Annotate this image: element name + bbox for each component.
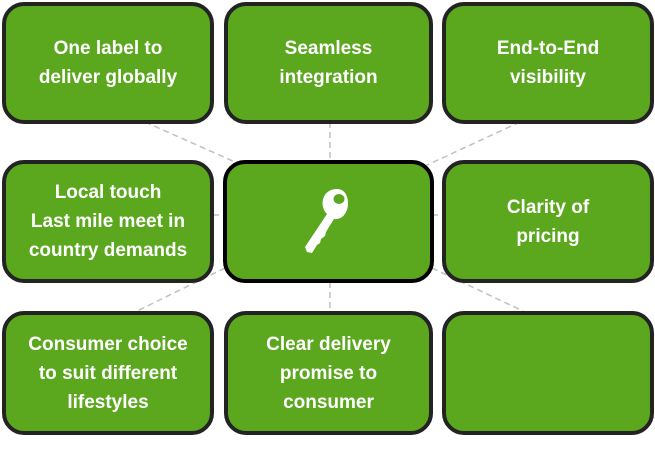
box-label: Clear delivery promise to consumer — [266, 333, 391, 413]
connector-top-right — [424, 121, 521, 167]
box-label: Clarity of pricing — [506, 196, 590, 247]
box-middle-left: Local touch Last mile meet in country de… — [2, 160, 214, 283]
box-top-right: End-to-End visibility — [442, 2, 654, 124]
box-label: One label to deliver globally — [38, 38, 178, 88]
box-top-center: Seamless integration — [224, 2, 433, 124]
connector-bottom-left — [134, 267, 226, 313]
box-middle-right: Clarity of pricing — [442, 160, 654, 283]
box-top-left: One label to deliver globally — [2, 2, 214, 124]
box-label: End-to-End visibility — [496, 38, 600, 88]
box-label: Local touch Last mile meet in country de… — [28, 182, 188, 261]
box-bottom-left: Consumer choice to suit different lifest… — [2, 311, 214, 435]
connector-top-left — [144, 121, 236, 163]
box-bottom-right — [442, 311, 654, 435]
connector-bottom-right — [431, 267, 526, 313]
box-label: Consumer choice to suit different lifest… — [28, 333, 188, 413]
box-center — [223, 160, 434, 283]
key-icon — [304, 188, 348, 253]
box-label: Seamless integration — [279, 38, 378, 88]
box-bottom-center: Clear delivery promise to consumer — [224, 311, 433, 435]
